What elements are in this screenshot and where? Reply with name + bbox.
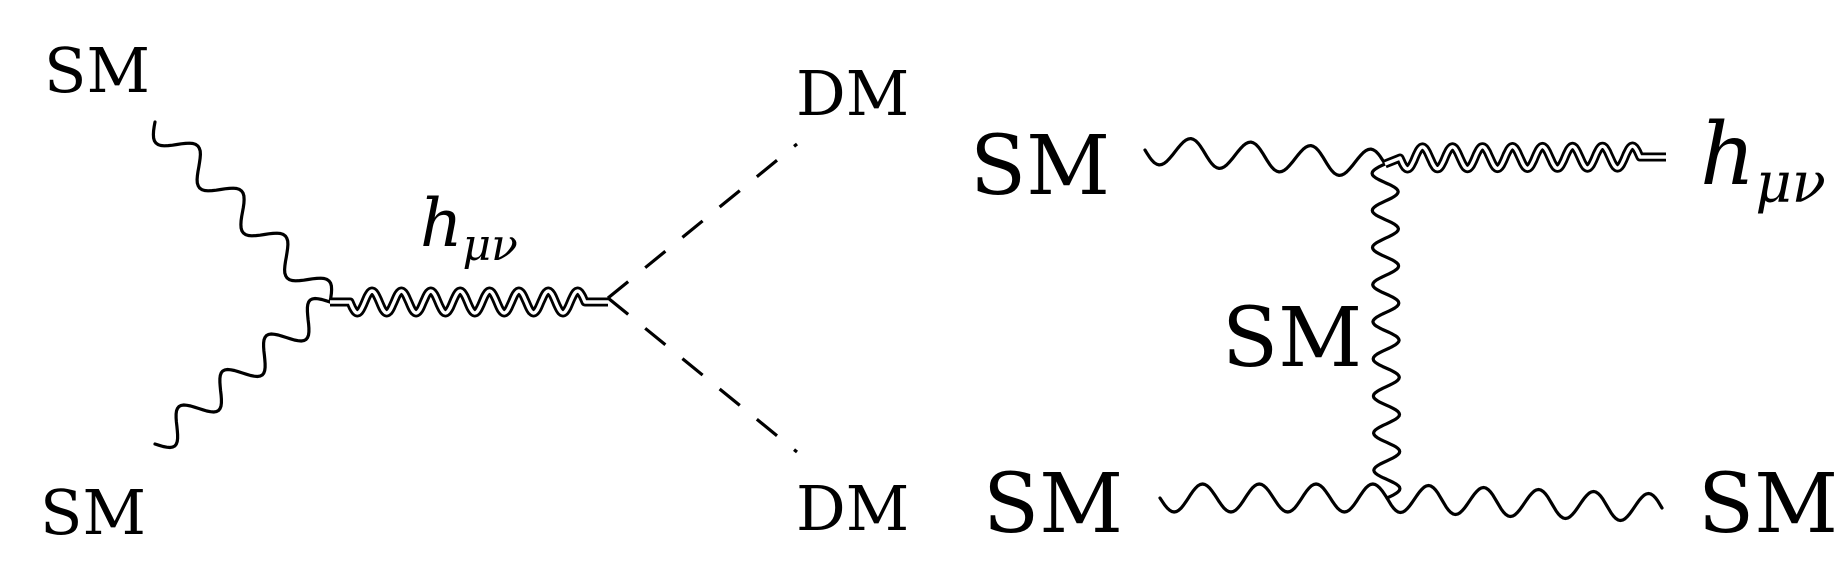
sm-label-outgoing-bottom: SM bbox=[1698, 457, 1838, 552]
sm-label-incoming-top: SM bbox=[970, 119, 1110, 214]
sm-propagator-exchange bbox=[1370, 162, 1402, 500]
graviton-symbol-left: h bbox=[420, 185, 463, 262]
dm-label-top: DM bbox=[796, 57, 909, 130]
dm-label-bottom: DM bbox=[796, 472, 909, 545]
graviton-subscript-right: μν bbox=[1755, 151, 1825, 216]
sm-propagator-incoming-top bbox=[1143, 137, 1387, 177]
sm-label-top-left: SM bbox=[44, 34, 150, 107]
s-channel-diagram: SM SM DM DM hμν bbox=[40, 34, 909, 549]
graviton-symbol-right: h bbox=[1700, 105, 1755, 205]
sm-propagator-outgoing-bottom bbox=[1385, 483, 1664, 523]
graviton-label-right: hμν bbox=[1700, 105, 1826, 216]
dm-propagator-bottom bbox=[606, 296, 799, 454]
graviton-label-left: hμν bbox=[420, 185, 518, 271]
t-channel-diagram: SM SM SM SM hμν bbox=[970, 105, 1838, 552]
sm-propagator-incoming-bottom bbox=[1158, 482, 1389, 514]
sm-label-incoming-bottom: SM bbox=[983, 457, 1123, 552]
dm-propagator-top bbox=[606, 142, 799, 300]
sm-label-bottom-left: SM bbox=[40, 476, 146, 549]
graviton-subscript-left: μν bbox=[463, 220, 518, 271]
sm-propagator-bottom-left bbox=[153, 296, 332, 450]
sm-label-exchange: SM bbox=[1222, 291, 1362, 386]
graviton-propagator-right bbox=[1383, 141, 1666, 174]
sm-propagator-top-left bbox=[151, 120, 334, 304]
graviton-propagator-left bbox=[330, 286, 608, 318]
